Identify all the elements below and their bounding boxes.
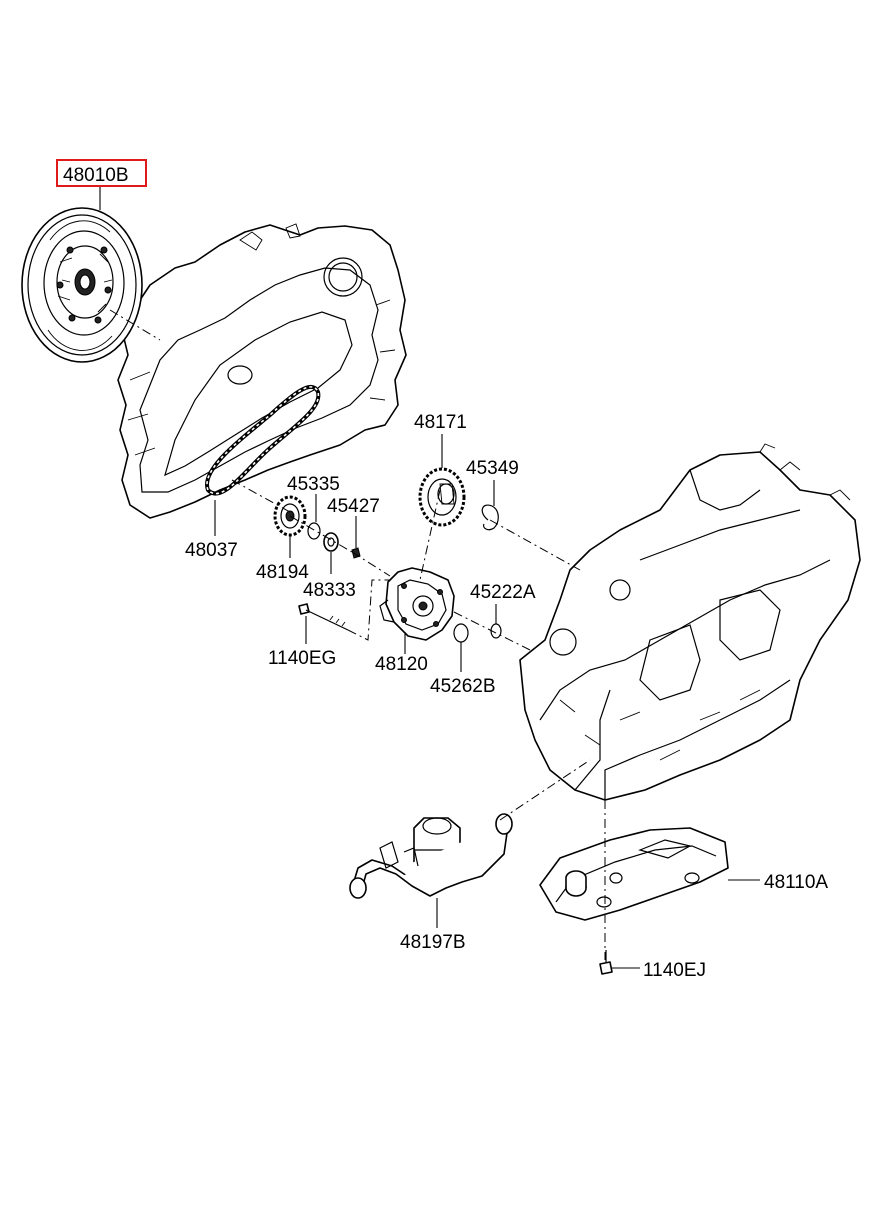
part-label-45262B[interactable]: 45262B	[430, 676, 496, 697]
housing-cover-illustration	[117, 223, 407, 519]
seal-48333-illustration	[323, 532, 339, 552]
part-label-45222A[interactable]: 45222A	[470, 582, 536, 603]
oil-pump-illustration	[379, 567, 455, 641]
part-label-48194[interactable]: 48194	[256, 562, 309, 583]
part-label-1140EG[interactable]: 1140EG	[268, 648, 336, 669]
driven-sprocket-illustration	[418, 467, 466, 527]
o-ring-45335-illustration	[307, 522, 321, 540]
transaxle-case-illustration	[519, 443, 861, 801]
part-label-48037[interactable]: 48037	[185, 540, 238, 561]
o-ring-45262B-illustration	[453, 623, 469, 643]
snap-ring-45349-illustration	[481, 504, 499, 531]
drive-chain-illustration	[204, 384, 321, 496]
oil-strainer-illustration	[539, 827, 729, 921]
part-label-48197B[interactable]: 48197B	[400, 932, 466, 953]
bolt-1140EJ-illustration	[599, 950, 613, 975]
part-label-45349[interactable]: 45349	[466, 458, 519, 479]
part-label-48333[interactable]: 48333	[303, 580, 356, 601]
part-label-45427[interactable]: 45427	[327, 496, 380, 517]
part-label-1140EJ[interactable]: 1140EJ	[643, 960, 706, 981]
leader-lines	[99, 186, 760, 969]
oil-filter-illustration	[349, 813, 513, 899]
part-label-48010B[interactable]: 48010B	[63, 165, 129, 186]
part-label-48120[interactable]: 48120	[375, 654, 428, 675]
assembly-lines	[109, 309, 606, 960]
part-label-48171[interactable]: 48171	[414, 412, 467, 433]
bolt-1140EG-illustration	[298, 603, 349, 631]
highlight-box	[56, 159, 147, 187]
torque-converter-illustration	[21, 207, 143, 363]
part-label-45335[interactable]: 45335	[287, 474, 340, 495]
part-label-48110A[interactable]: 48110A	[764, 872, 828, 893]
part-labels: 48010B 48171 45349 45335 45427 48037 481…	[56, 159, 828, 981]
